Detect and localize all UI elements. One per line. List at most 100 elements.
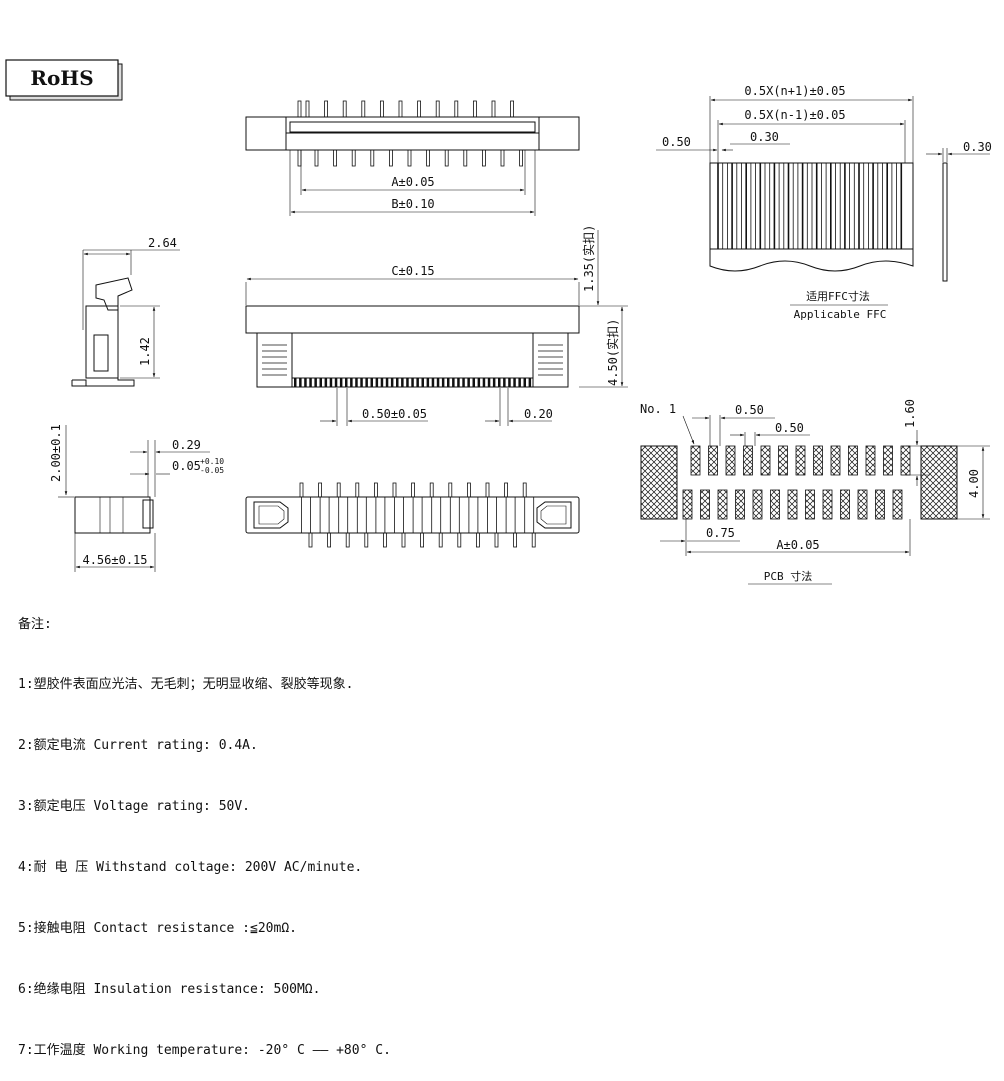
dim-end-005: 0.05 [172,459,201,473]
dim-end-029: 0.29 [172,438,201,452]
front-pin [299,378,302,387]
bottom-pin [494,532,499,548]
top-pin [379,100,384,118]
pcb-pad-upper [778,445,788,476]
bottom-pin [466,482,471,498]
front-pin [370,378,373,387]
top-pin [510,100,515,118]
front-pin [360,378,363,387]
top-pin [407,149,412,167]
dim-pcb-pad-len: 1.60 [903,399,917,428]
bottom-pin [438,532,443,548]
bottom-pin [522,482,527,498]
pcb-pad-upper [760,445,771,476]
top-pin [481,149,486,167]
bottom-pin [429,482,434,498]
dim-ffc-conductor: 0.30 [750,130,779,144]
pcb-pad-lower [805,489,815,520]
pcb-pad-upper [900,445,911,476]
bottom-pin [345,532,350,548]
rohs-label: RoHS [30,66,93,90]
pcb-pad-upper [690,445,701,476]
dim-side-width: 2.64 [148,236,177,250]
bottom-pin [318,482,323,498]
dim-pitch-050: 0.50±0.05 [362,407,427,421]
bottom-view [245,482,580,548]
bottom-pin [448,482,453,498]
notes-title: 备注: [18,616,52,632]
top-pin [342,100,347,118]
pcb-pad-lower [822,489,833,520]
note-1: 1:塑胶件表面应光洁、无毛刺；无明显收缩、裂胶等现象. [18,677,354,693]
dim-end-width: 4.56±0.15 [82,553,147,567]
front-pin [294,378,297,387]
pcb-pad-lower [857,489,868,520]
front-pin [329,378,333,387]
pcb-pad-lower [682,489,693,520]
pcb-pad-upper [708,445,718,476]
connector-drawing: RoHS A±0.05 B±0.10 2.64 1.42 [5,59,992,585]
front-pin [528,378,532,387]
front-pin [350,378,353,387]
front-pin [487,378,491,387]
front-pin [441,378,445,387]
top-pin [324,100,329,118]
ffc-conductors [717,163,903,249]
dim-ffc-pitch: 0.50 [662,135,691,149]
front-pin [457,378,460,387]
dim-end-tol-minus: -0.05 [200,466,224,475]
bottom-pin [382,532,387,548]
front-pin [334,378,338,387]
note-2: 2:额定电流 Current rating: 0.4A. [18,738,258,754]
top-pin [388,149,393,167]
dim-ffc-total: 0.5X(n+1)±0.05 [744,84,845,98]
front-pin [513,378,516,387]
front-pin [380,378,384,387]
pcb-pad-upper [883,445,893,476]
top-pin [297,149,302,167]
front-pin [309,378,312,387]
ffc-caption-en: Applicable FFC [794,308,887,321]
top-pin [305,100,310,118]
front-pin [375,378,379,387]
pcb-pad-upper [830,445,841,476]
dim-c: C±0.15 [391,264,434,278]
note-6: 6:绝缘电阻 Insulation resistance: 500MΩ. [18,981,321,997]
pcb-layout: No. 1 0.50 0.50 1.60 4.00 0.75 [640,399,990,585]
dim-ffc-inner: 0.5X(n-1)±0.05 [744,108,845,122]
note-4: 4:耐 电 压 Withstand coltage: 200V AC/minut… [18,860,363,876]
pcb-caption: PCB 寸法 [764,569,813,583]
dim-ffc-thickness: 0.30 [963,140,992,154]
note-3: 3:额定电压 Voltage rating: 50V. [18,799,251,815]
dim-pcb-pitch-a: 0.50 [735,403,764,417]
pcb-pad-upper [813,445,823,476]
front-pin [452,378,455,387]
front-pin [401,378,404,387]
top-pin [435,100,440,118]
pcb-pads [682,445,911,520]
notes-block: 备注: 1:塑胶件表面应光洁、无毛刺；无明显收缩、裂胶等现象. 2:额定电流 C… [18,574,391,1081]
front-pin [436,378,440,387]
bottom-pin [504,482,509,498]
front-pins [294,378,532,387]
pcb-pad-upper [743,445,753,476]
pcb-pad-lower [752,489,763,520]
bottom-pin [531,532,536,548]
front-pin [339,378,343,387]
front-pin [431,378,435,387]
front-pin [472,378,475,387]
front-pin [503,378,506,387]
front-pin [319,378,322,387]
front-pin [304,378,307,387]
dim-pcb-075: 0.75 [706,526,735,540]
top-pin [444,149,449,167]
bottom-pin [485,482,490,498]
top-view: A±0.05 B±0.10 [245,100,580,216]
front-pin [467,378,470,387]
bottom-pins [299,482,536,548]
front-pin [345,378,348,387]
top-pins-lower [297,149,523,167]
dim-offset-020: 0.20 [524,407,553,421]
pcb-pad-lower [735,489,745,520]
front-pin [314,378,317,387]
